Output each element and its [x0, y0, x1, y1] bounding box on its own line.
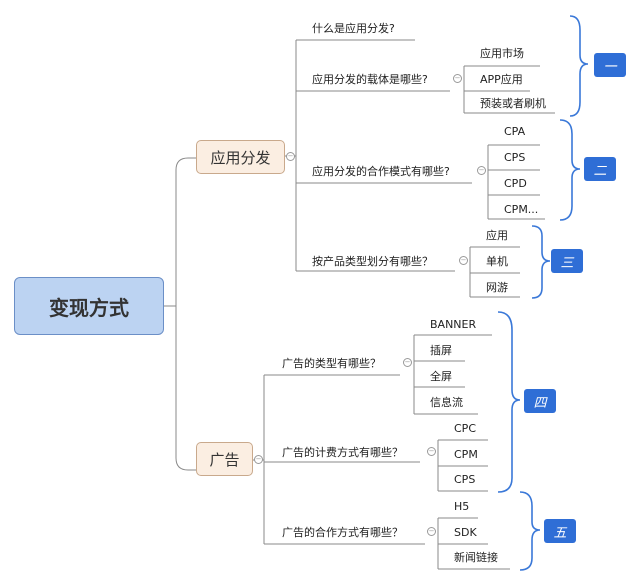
tag-badge: 一: [594, 53, 626, 77]
collapse-toggle-icon[interactable]: −: [403, 358, 412, 367]
leaf-item[interactable]: CPA: [504, 125, 526, 138]
branch-app-distribution[interactable]: 应用分发: [196, 140, 285, 174]
root-label: 变现方式: [49, 295, 129, 320]
topic-label[interactable]: 应用分发的载体是哪些?: [312, 73, 428, 86]
topic-label[interactable]: 广告的类型有哪些？: [282, 357, 381, 370]
tag-badge: 五: [544, 519, 576, 543]
leaf-item[interactable]: 网游: [486, 281, 508, 294]
leaf-item[interactable]: 信息流: [430, 396, 463, 409]
branch-label: 应用分发: [210, 148, 271, 167]
leaf-item[interactable]: BANNER: [430, 318, 477, 331]
collapse-toggle-icon[interactable]: −: [286, 152, 295, 161]
topic-label[interactable]: 广告的计费方式有哪些？: [282, 446, 403, 459]
leaf-item[interactable]: 插屏: [430, 344, 452, 357]
leaf-item[interactable]: 单机: [486, 255, 508, 268]
leaf-item[interactable]: 全屏: [430, 370, 452, 383]
leaf-item[interactable]: CPD: [504, 177, 527, 190]
tag-label: 一: [603, 59, 617, 75]
topic-label[interactable]: 什么是应用分发?: [312, 22, 395, 35]
leaf-item[interactable]: 应用市场: [480, 47, 524, 60]
branch-advertising[interactable]: 广告: [196, 442, 253, 476]
leaf-item[interactable]: 新闻链接: [454, 551, 498, 564]
topic-label[interactable]: 应用分发的合作模式有哪些?: [312, 165, 450, 178]
branch-label: 广告: [209, 450, 240, 469]
collapse-toggle-icon[interactable]: −: [427, 527, 436, 536]
tag-badge: 三: [551, 249, 583, 273]
collapse-toggle-icon[interactable]: −: [453, 74, 462, 83]
leaf-item[interactable]: APP应用: [480, 73, 523, 86]
tag-badge: 四: [524, 389, 556, 413]
leaf-item[interactable]: CPS: [504, 151, 526, 164]
root-node[interactable]: 变现方式: [14, 277, 164, 335]
collapse-toggle-icon[interactable]: −: [254, 455, 263, 464]
leaf-item[interactable]: 预装或者刷机: [480, 97, 546, 110]
collapse-toggle-icon[interactable]: −: [459, 256, 468, 265]
leaf-item[interactable]: CPM...: [504, 203, 539, 216]
topic-label[interactable]: 按产品类型划分有哪些？: [312, 255, 433, 268]
leaf-item[interactable]: CPS: [454, 473, 476, 486]
leaf-item[interactable]: SDK: [454, 526, 477, 539]
collapse-toggle-icon[interactable]: −: [477, 166, 486, 175]
tag-label: 五: [553, 525, 567, 541]
topic-label[interactable]: 广告的合作方式有哪些？: [282, 526, 403, 539]
collapse-toggle-icon[interactable]: −: [427, 447, 436, 456]
tag-label: 四: [533, 395, 547, 411]
tag-label: 二: [593, 163, 607, 179]
leaf-item[interactable]: CPM: [454, 448, 478, 461]
leaf-item[interactable]: H5: [454, 500, 470, 513]
leaf-item[interactable]: 应用: [486, 229, 508, 242]
leaf-item[interactable]: CPC: [454, 422, 476, 435]
tag-badge: 二: [584, 157, 616, 181]
tag-label: 三: [560, 255, 574, 271]
